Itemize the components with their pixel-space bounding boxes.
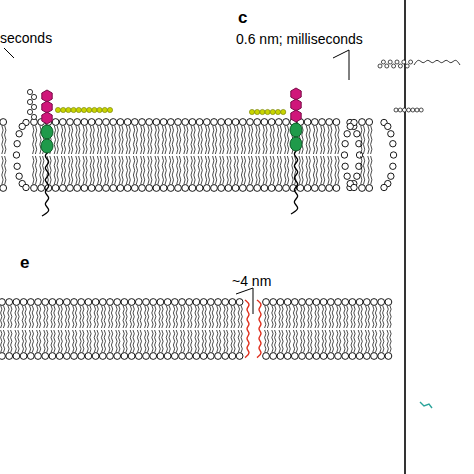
lipid-tails (361, 125, 372, 184)
dimension-label: ~4 nm (232, 273, 271, 289)
pore-lining (245, 300, 249, 358)
glycan-bead (27, 109, 32, 114)
lipid-heads (31, 119, 340, 192)
sugar-chain (55, 107, 112, 112)
glycan-bead (27, 89, 32, 94)
leader-line (4, 48, 14, 58)
molecule-sketches (378, 60, 460, 408)
panel-letter: e (20, 253, 29, 272)
dimension-label: 0.6 nm; milliseconds (236, 31, 363, 47)
lipid-heads (0, 299, 243, 360)
lipid-heads (0, 119, 7, 192)
glycan-bead (31, 114, 36, 119)
lipid-tails (265, 305, 392, 352)
panel-divider (404, 0, 406, 474)
glycoprotein-symbol (41, 90, 53, 216)
bilayer-panel-c (0, 88, 397, 216)
glycoprotein-symbol (290, 88, 302, 214)
glycan-bead (31, 94, 36, 99)
leader-lines (4, 48, 349, 314)
lipid-tails (0, 125, 6, 184)
pore-lining (257, 300, 261, 358)
lipid-heads (263, 299, 392, 360)
lipid-heads (359, 119, 373, 192)
glycan-bead (27, 99, 32, 104)
lipid-tails (1, 305, 243, 352)
leader-line (236, 288, 253, 314)
sugar-chain (249, 109, 285, 114)
panel-letter: c (238, 8, 247, 27)
leader-line (333, 50, 349, 80)
bilayer-panel-e (0, 299, 392, 360)
timescale-label: seconds (0, 30, 52, 46)
glycan-bead (31, 104, 36, 109)
